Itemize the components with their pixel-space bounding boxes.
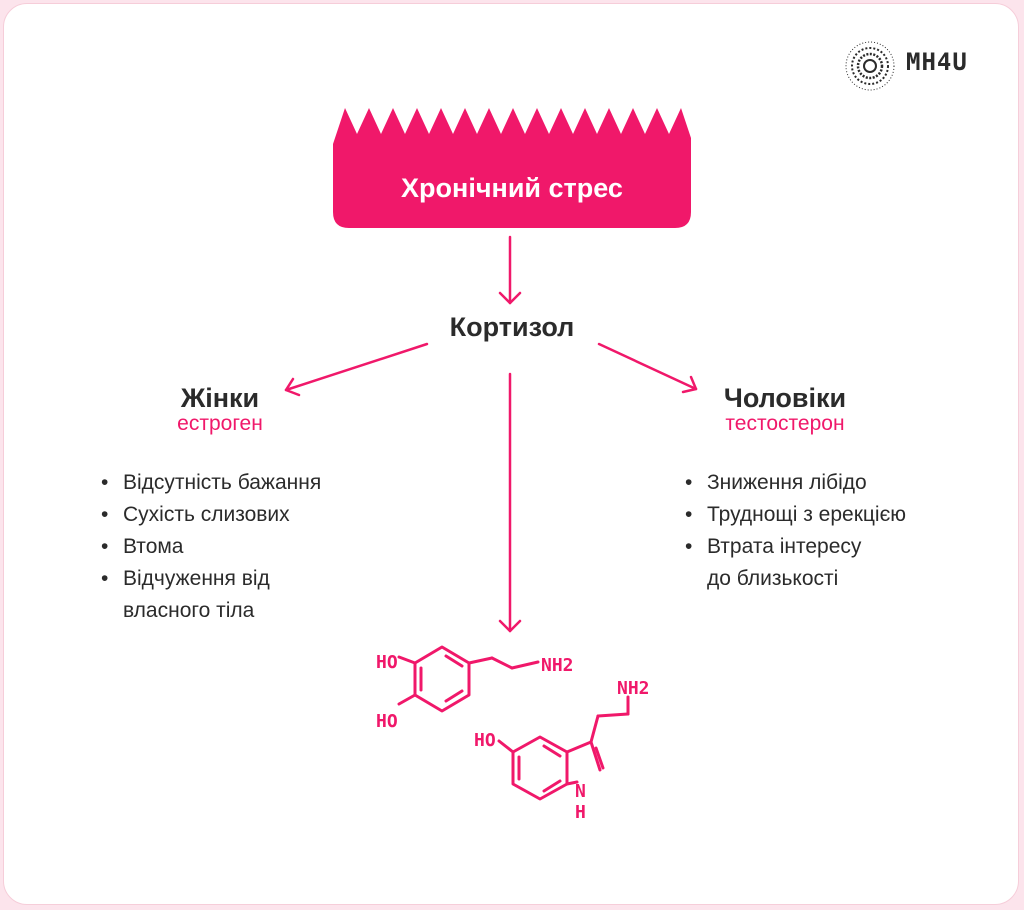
men-effect-continuation: до близькості [707, 567, 839, 590]
chronic-stress-shape [333, 108, 691, 228]
serotonin-nitrogen: N [575, 781, 586, 802]
serotonin-hydrogen: H [575, 802, 586, 823]
chronic-stress-label: Хронічний стрес [401, 172, 623, 203]
serotonin-hydroxyl: HO [474, 730, 496, 751]
arrow-down-icon [498, 372, 522, 633]
women-hormone: естроген [177, 412, 263, 435]
serotonin-amine: NH2 [617, 678, 650, 699]
cortisol-label: Кортизол [449, 312, 575, 342]
list-item: Відчуження від [99, 563, 321, 595]
dopamine-amine: NH2 [541, 655, 574, 676]
men-effects-list: Зниження лібідо Труднощі з ерекцією Втра… [683, 467, 906, 563]
spiral-logo-icon [845, 41, 895, 91]
women-effect-continuation: власного тіла [123, 599, 255, 622]
arrow-down-icon [498, 235, 522, 305]
arrow-right-icon [597, 342, 698, 394]
dopamine-hydroxyl-top: HO [376, 652, 398, 673]
list-item: Втома [99, 531, 321, 563]
men-hormone: тестостерон [725, 412, 845, 435]
logo-text: MH4U [906, 48, 968, 76]
women-title: Жінки [180, 383, 260, 413]
list-item: Зниження лібідо [683, 467, 906, 499]
dopamine-molecule-icon [397, 645, 540, 713]
arrow-left-icon [284, 342, 429, 397]
serotonin-molecule-icon [497, 695, 630, 801]
list-item: Відсутність бажання [99, 467, 321, 499]
list-item: Втрата інтересу [683, 531, 906, 563]
list-item: Сухість слизових [99, 499, 321, 531]
list-item: Труднощі з ерекцією [683, 499, 906, 531]
dopamine-hydroxyl-bottom: HO [376, 711, 398, 732]
women-effects-list: Відсутність бажання Сухість слизових Вто… [99, 467, 321, 595]
men-title: Чоловіки [723, 383, 847, 413]
